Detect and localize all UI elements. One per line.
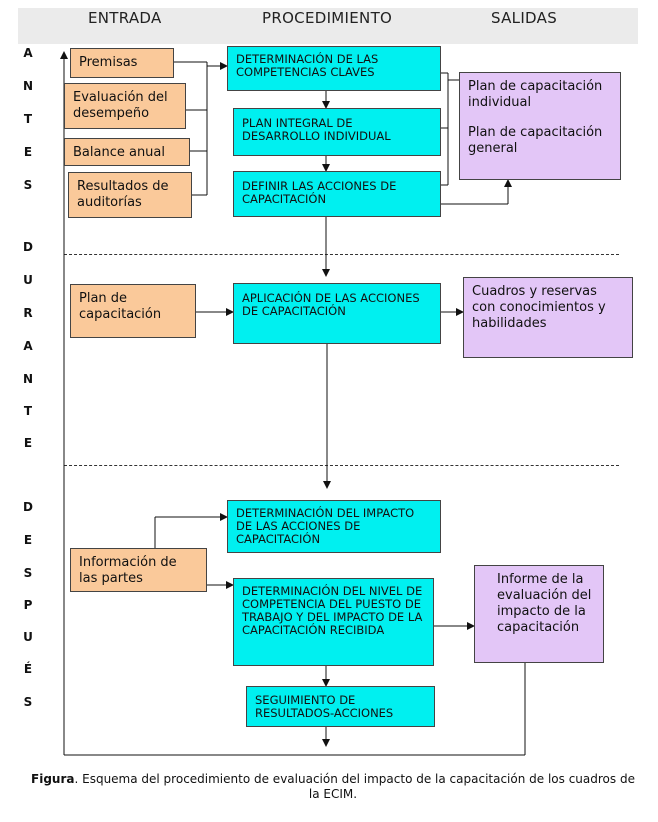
- caption-text: . Esquema del procedimiento de evaluació…: [74, 772, 635, 801]
- proc-impacto-acciones: DETERMINACIÓN DEL IMPACTO DE LAS ACCIONE…: [227, 500, 441, 553]
- input-plan-capacitacion: Plan de capacitación: [70, 284, 196, 338]
- phase-despues-letter: S: [23, 566, 33, 580]
- output-planes-capacitacion: Plan de capacitación individual Plan de …: [459, 72, 621, 180]
- phase-durante-letter: A: [23, 339, 33, 353]
- header-salidas: SALIDAS: [491, 9, 558, 27]
- phase-despues-letter: D: [23, 500, 33, 514]
- proc-plan-integral: PLAN INTEGRAL DE DESARROLLO INDIVIDUAL: [233, 108, 441, 156]
- phase-divider: [64, 254, 619, 255]
- phase-divider: [64, 465, 619, 466]
- figure-caption: Figura. Esquema del procedimiento de eva…: [28, 772, 638, 802]
- input-informacion-partes: Información de las partes: [70, 548, 207, 592]
- header-entrada: ENTRADA: [88, 9, 162, 27]
- proc-aplicacion-acciones: APLICACIÓN DE LAS ACCIONES DE CAPACITACI…: [233, 283, 441, 344]
- phase-despues-letter: E: [23, 533, 33, 547]
- phase-antes-letter: T: [23, 112, 33, 126]
- phase-durante-letter: E: [23, 436, 33, 450]
- phase-durante-letter: N: [22, 372, 34, 386]
- phase-despues-letter: U: [23, 630, 33, 644]
- header-procedimiento: PROCEDIMIENTO: [262, 9, 393, 27]
- proc-seguimiento: SEGUIMIENTO DE RESULTADOS-ACCIONES: [246, 686, 435, 727]
- proc-nivel-competencia: DETERMINACIÓN DEL NIVEL DE COMPETENCIA D…: [233, 578, 434, 666]
- phase-antes-letter: S: [23, 178, 33, 192]
- phase-despues-letter: S: [23, 695, 33, 709]
- header-band: [18, 8, 638, 44]
- proc-competencias-claves: DETERMINACIÓN DE LAS COMPETENCIAS CLAVES: [227, 46, 441, 91]
- caption-label: Figura: [31, 772, 75, 786]
- phase-durante-letter: D: [23, 240, 33, 254]
- output-plan-individual: Plan de capacitación individual: [468, 79, 603, 110]
- phase-despues-letter: É: [23, 662, 33, 676]
- output-informe-evaluacion: Informe de la evaluación del impacto de …: [474, 565, 604, 663]
- phase-durante-letter: U: [23, 273, 33, 287]
- input-balance-anual: Balance anual: [64, 138, 190, 166]
- phase-antes-letter: A: [23, 46, 33, 60]
- phase-despues-letter: P: [23, 598, 33, 612]
- input-evaluacion-desempeno: Evaluación del desempeño: [64, 83, 186, 129]
- phase-antes-letter: E: [23, 145, 33, 159]
- proc-definir-acciones: DEFINIR LAS ACCIONES DE CAPACITACIÓN: [233, 171, 441, 217]
- input-premisas: Premisas: [70, 48, 174, 78]
- phase-durante-letter: T: [23, 404, 33, 418]
- output-cuadros-reservas: Cuadros y reservas con conocimientos y h…: [463, 277, 633, 358]
- phase-antes-letter: N: [22, 79, 34, 93]
- phase-durante-letter: R: [23, 306, 33, 320]
- output-plan-general: Plan de capacitación general: [468, 125, 603, 156]
- input-resultados-auditorias: Resultados de auditorías: [68, 172, 192, 218]
